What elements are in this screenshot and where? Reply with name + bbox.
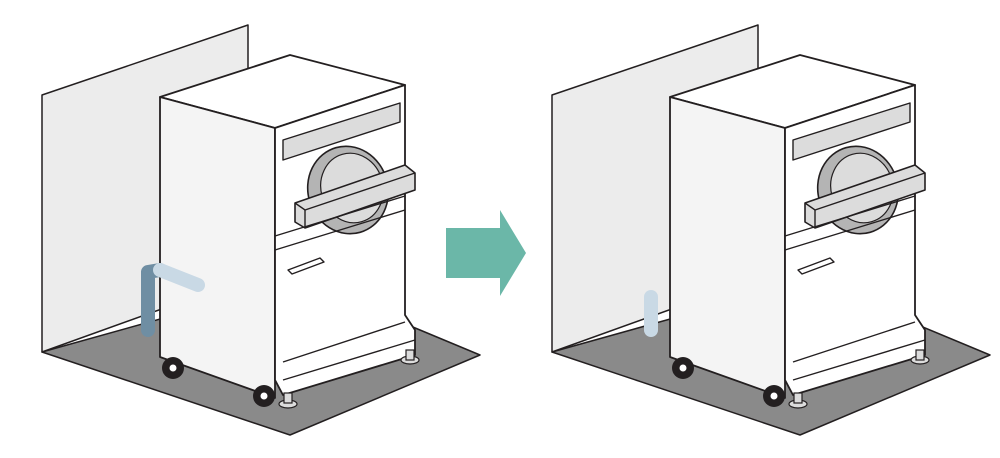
before-panel	[41, 24, 481, 436]
machine-illustration-before	[41, 24, 481, 436]
right-arrow-icon	[446, 210, 526, 296]
drain-pipe-elbow-extension	[153, 263, 205, 292]
machine-illustration-after	[551, 24, 991, 436]
after-panel	[551, 24, 991, 436]
